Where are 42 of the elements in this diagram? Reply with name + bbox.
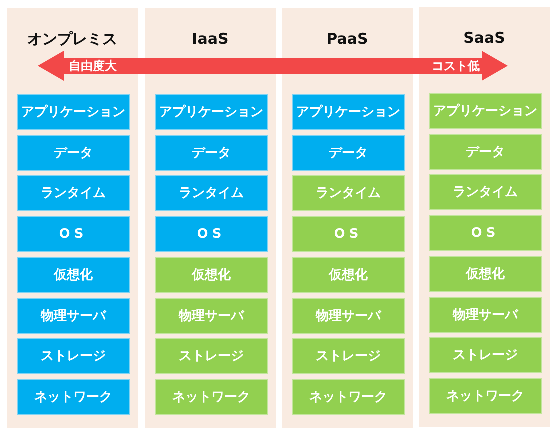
layer-block: 仮想化 bbox=[429, 256, 542, 292]
layer-block: 物理サーバ bbox=[155, 298, 268, 334]
layer-block: OS bbox=[17, 216, 130, 252]
column-panel bbox=[419, 7, 550, 427]
layer-block: 物理サーバ bbox=[429, 297, 542, 333]
layer-block: ネットワーク bbox=[155, 379, 268, 415]
layer-block: ネットワーク bbox=[292, 379, 405, 415]
layer-block: 仮想化 bbox=[17, 257, 130, 293]
column-heading: PaaS bbox=[326, 29, 368, 49]
layer-block: ネットワーク bbox=[17, 379, 130, 415]
layer-block: アプリケーション bbox=[429, 93, 542, 129]
arrow-label: 自由度大 bbox=[69, 58, 117, 74]
layer-block: ストレージ bbox=[155, 338, 268, 374]
layer-block: データ bbox=[17, 135, 130, 171]
arrow-label: コスト低 bbox=[432, 58, 480, 74]
layer-block: OS bbox=[155, 216, 268, 252]
column-heading: オンプレミス bbox=[28, 29, 118, 49]
layer-block: 仮想化 bbox=[292, 257, 405, 293]
column-heading: IaaS bbox=[192, 29, 229, 49]
layer-block: ストレージ bbox=[292, 338, 405, 374]
layer-block: データ bbox=[429, 134, 542, 170]
layer-block: ランタイム bbox=[17, 175, 130, 211]
layer-block: データ bbox=[155, 135, 268, 171]
layer-block: アプリケーション bbox=[155, 94, 268, 130]
layer-block: データ bbox=[292, 135, 405, 171]
layer-block: ランタイム bbox=[292, 175, 405, 211]
layer-block: ストレージ bbox=[17, 338, 130, 374]
layer-block: 物理サーバ bbox=[292, 298, 405, 334]
layer-block: アプリケーション bbox=[292, 94, 405, 130]
layer-block: OS bbox=[429, 215, 542, 251]
layer-block: アプリケーション bbox=[17, 94, 130, 130]
layer-block: 仮想化 bbox=[155, 257, 268, 293]
layer-block: ネットワーク bbox=[429, 378, 542, 414]
layer-block: ストレージ bbox=[429, 337, 542, 373]
column-panel bbox=[7, 8, 138, 428]
layer-block: 物理サーバ bbox=[17, 298, 130, 334]
layer-block: ランタイム bbox=[155, 175, 268, 211]
column-heading: SaaS bbox=[464, 28, 506, 48]
column-panel bbox=[145, 8, 276, 428]
layer-block: ランタイム bbox=[429, 174, 542, 210]
layer-block: OS bbox=[292, 216, 405, 252]
column-panel bbox=[282, 8, 413, 428]
